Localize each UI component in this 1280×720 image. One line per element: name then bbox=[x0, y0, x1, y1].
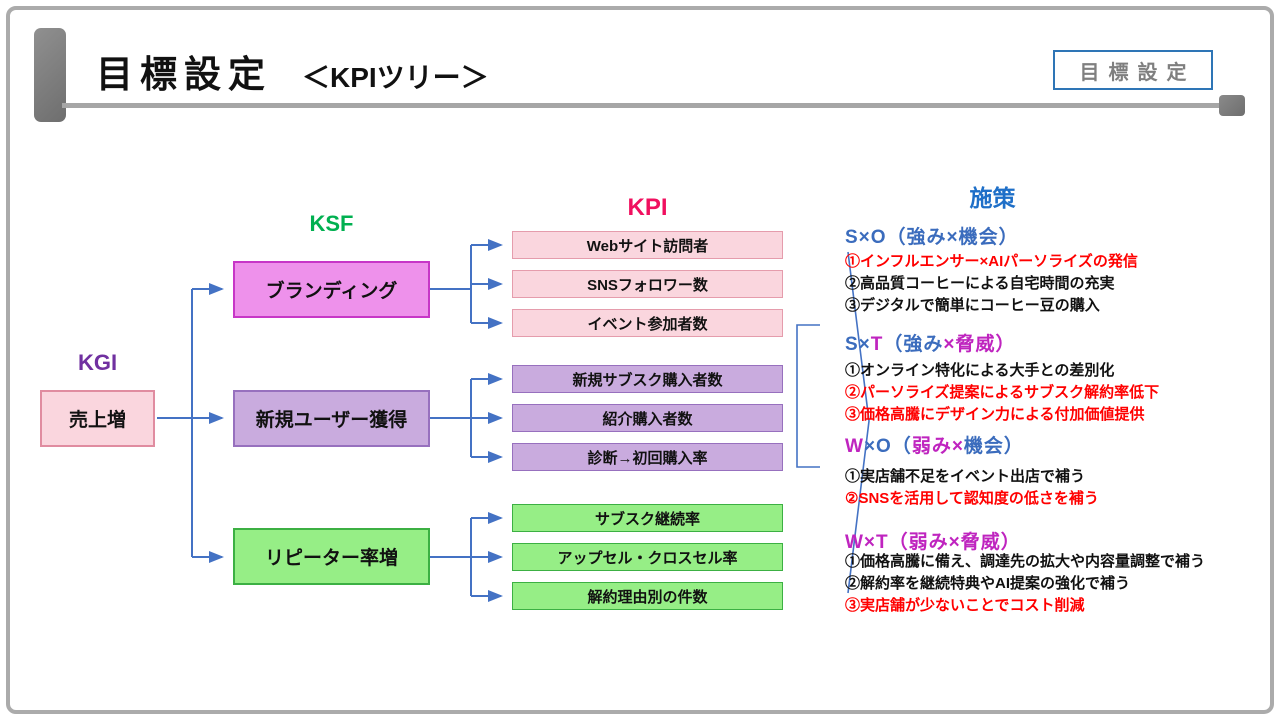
column-label-kpi: KPI bbox=[627, 194, 668, 221]
header-span: S×O（強み×機会） bbox=[845, 227, 1019, 248]
corner-section-label: 目標設定 bbox=[1053, 50, 1213, 90]
kpi-box-web-visitors: Webサイト訪問者 bbox=[512, 231, 783, 259]
action-item: ③実店舗が少ないことでコスト削減 bbox=[845, 597, 1085, 614]
kpi-box-subsc-retention: サブスク継続率 bbox=[512, 504, 783, 532]
kpi-box-new-subsc-buyers: 新規サブスク購入者数 bbox=[512, 365, 783, 393]
kpi-box-sns-followers: SNSフォロワー数 bbox=[512, 270, 783, 298]
section-items-wxo: ①実店舗不足をイベント出店で補う ②SNSを活用して認知度の低さを補う bbox=[845, 466, 1099, 510]
header-span: （強み bbox=[883, 334, 944, 355]
action-item: ③デジタルで簡単にコーヒー豆の購入 bbox=[845, 297, 1100, 314]
ksf-box-new-users: 新規ユーザー獲得 bbox=[233, 390, 430, 447]
page-subtitle: ＜KPIツリー＞ bbox=[302, 62, 489, 93]
title-left-tab-decoration bbox=[34, 28, 66, 122]
ksf-box-repeater-rate: リピーター率増 bbox=[233, 528, 430, 585]
header-span: ×O（ bbox=[863, 436, 912, 457]
section-items-sxt: ①オンライン特化による大手との差別化 ②パーソライズ提案によるサブスク解約率低下… bbox=[845, 360, 1159, 426]
action-item: ①インフルエンサー×AIパーソライズの発信 bbox=[845, 253, 1138, 270]
header-span: S× bbox=[845, 334, 871, 355]
column-label-ksf: KSF bbox=[309, 211, 354, 236]
header-span: W bbox=[845, 436, 864, 457]
kpi-box-upsell-crosssell: アップセル・クロスセル率 bbox=[512, 543, 783, 571]
action-item: ②高品質コーヒーによる自宅時間の充実 bbox=[845, 275, 1115, 292]
kpi-box-diagnosis-first-purchase: 診断→初回購入率 bbox=[512, 443, 783, 471]
kpi-box-cancel-reasons: 解約理由別の件数 bbox=[512, 582, 783, 610]
action-item: ②SNSを活用して認知度の低さを補う bbox=[845, 490, 1099, 507]
section-items-wxt: ①価格高騰に備え、調達先の拡大や内容量調整で補う ②解約率を継続特典やAI提案の… bbox=[845, 551, 1205, 617]
header-span: 機会） bbox=[963, 436, 1024, 457]
action-item: ①価格高騰に備え、調達先の拡大や内容量調整で補う bbox=[845, 553, 1206, 570]
header-span: T bbox=[870, 334, 884, 355]
page-title: 目標設定 bbox=[96, 54, 272, 95]
section-header-sxt: S×T（強み×脅威） bbox=[845, 329, 1016, 356]
header-span: ×脅威） bbox=[943, 334, 1016, 355]
action-item: ①オンライン特化による大手との差別化 bbox=[845, 362, 1115, 379]
header-span: 弱み× bbox=[911, 436, 964, 457]
action-item: ①実店舗不足をイベント出店で補う bbox=[845, 468, 1086, 485]
kgi-box: 売上増 bbox=[40, 390, 155, 447]
section-items-sxo: ①インフルエンサー×AIパーソライズの発信 ②高品質コーヒーによる自宅時間の充実… bbox=[845, 251, 1138, 317]
ksf-box-branding: ブランディング bbox=[233, 261, 430, 318]
title-bar-right-cap bbox=[1219, 95, 1245, 116]
action-item: ②パーソライズ提案によるサブスク解約率低下 bbox=[845, 384, 1160, 401]
title-underline-bar bbox=[62, 103, 1238, 108]
action-item: ③価格高騰にデザイン力による付加価値提供 bbox=[845, 406, 1145, 423]
column-label-kgi: KGI bbox=[77, 350, 118, 375]
column-label-sesaku: 施策 bbox=[969, 185, 1016, 211]
title-row: 目標設定 ＜KPIツリー＞ bbox=[96, 44, 489, 98]
section-header-sxo: S×O（強み×機会） bbox=[845, 222, 1019, 249]
action-item: ②解約率を継続特典やAI提案の強化で補う bbox=[845, 575, 1131, 592]
kpi-box-event-attendees: イベント参加者数 bbox=[512, 309, 783, 337]
kpi-box-referral-buyers: 紹介購入者数 bbox=[512, 404, 783, 432]
section-header-wxo: W×O（弱み×機会） bbox=[845, 431, 1024, 458]
header-span: W×T（弱み×脅威） bbox=[845, 532, 1021, 553]
section-header-wxt: W×T（弱み×脅威） bbox=[845, 527, 1021, 554]
